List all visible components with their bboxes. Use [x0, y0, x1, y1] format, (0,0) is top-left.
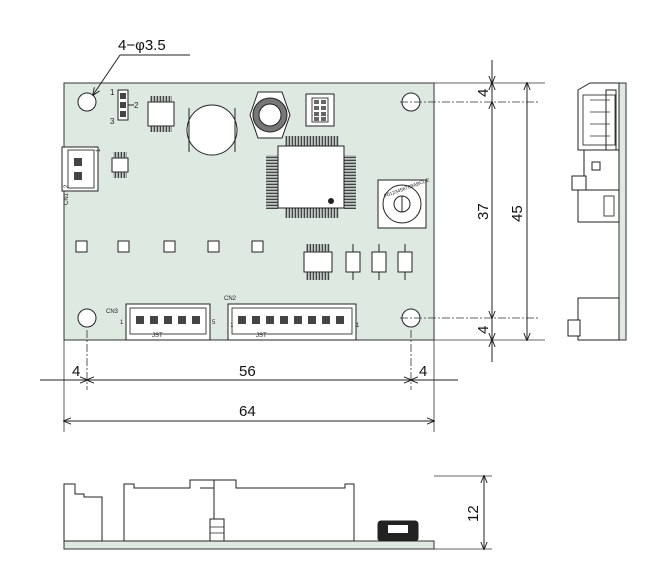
cn2-pin-end-label: 1 [356, 323, 360, 329]
dim-board-width: 64 [239, 403, 256, 420]
top-view: 1 2 3 [40, 37, 545, 432]
dip-switch [305, 93, 335, 127]
cn2-jst-label: JST [256, 333, 267, 339]
dim-board-height: 45 [509, 205, 526, 222]
dim-component-height: 12 [465, 505, 482, 522]
pcb-board-top [63, 82, 435, 341]
inductor [249, 91, 291, 139]
transistor-1 [345, 244, 361, 280]
mounting-hole-top-left [77, 92, 97, 112]
pad-row [75, 240, 264, 253]
rotary-switch: F0123456789ABCDE [377, 177, 431, 229]
side-view-right [567, 82, 627, 341]
jumper-pin-2-label: 2 [134, 101, 139, 110]
cn3-pin-5-label: 5 [212, 320, 216, 326]
cn1-pin-2-label: 2 [64, 184, 70, 188]
jumper-pin-1-label: 1 [110, 88, 115, 97]
ic-soic [303, 244, 333, 280]
pcb-board-side [618, 82, 627, 341]
cn2-connector: CN2 1 1 JST [224, 296, 360, 341]
cn3-label: CN3 [106, 309, 119, 315]
buzzer [186, 104, 238, 156]
dim-right-margin: 4 [419, 363, 427, 380]
mcu-qfp [266, 136, 356, 218]
cn3-pin-1-label: 1 [120, 320, 124, 326]
cn2-label: CN2 [224, 296, 237, 302]
transistor-3 [397, 244, 413, 280]
small-ic [111, 152, 129, 178]
cn2-pin-1-label: 1 [230, 323, 234, 329]
cn3-jst-label: JST [152, 333, 163, 339]
mounting-hole-bottom-left [77, 308, 97, 328]
cn1-pin-1-label: 1 [96, 148, 102, 152]
hole-callout-text: 4−φ3.5 [118, 37, 166, 54]
cn3-connector: CN3 1 5 JST [106, 303, 216, 341]
pcb-board-bottom-edge [63, 540, 435, 550]
dim-bottom-margin: 4 [475, 326, 492, 334]
dim-left-margin: 4 [72, 363, 80, 380]
dim-hole-pitch-v: 37 [475, 203, 492, 220]
hole-callout: 4−φ3.5 [93, 37, 190, 95]
jumper-header: 1 2 3 [110, 88, 139, 126]
dim-top-margin: 4 [475, 89, 492, 97]
cn1-label: CN1 [64, 192, 70, 205]
dim-hole-pitch-h: 56 [239, 363, 256, 380]
bottom-view: 12 [63, 476, 492, 550]
cn1-connector: CN1 2 1 [61, 146, 102, 205]
jumper-pin-3-label: 3 [110, 117, 115, 126]
ic-8pin [147, 96, 175, 132]
transistor-2 [371, 244, 387, 280]
